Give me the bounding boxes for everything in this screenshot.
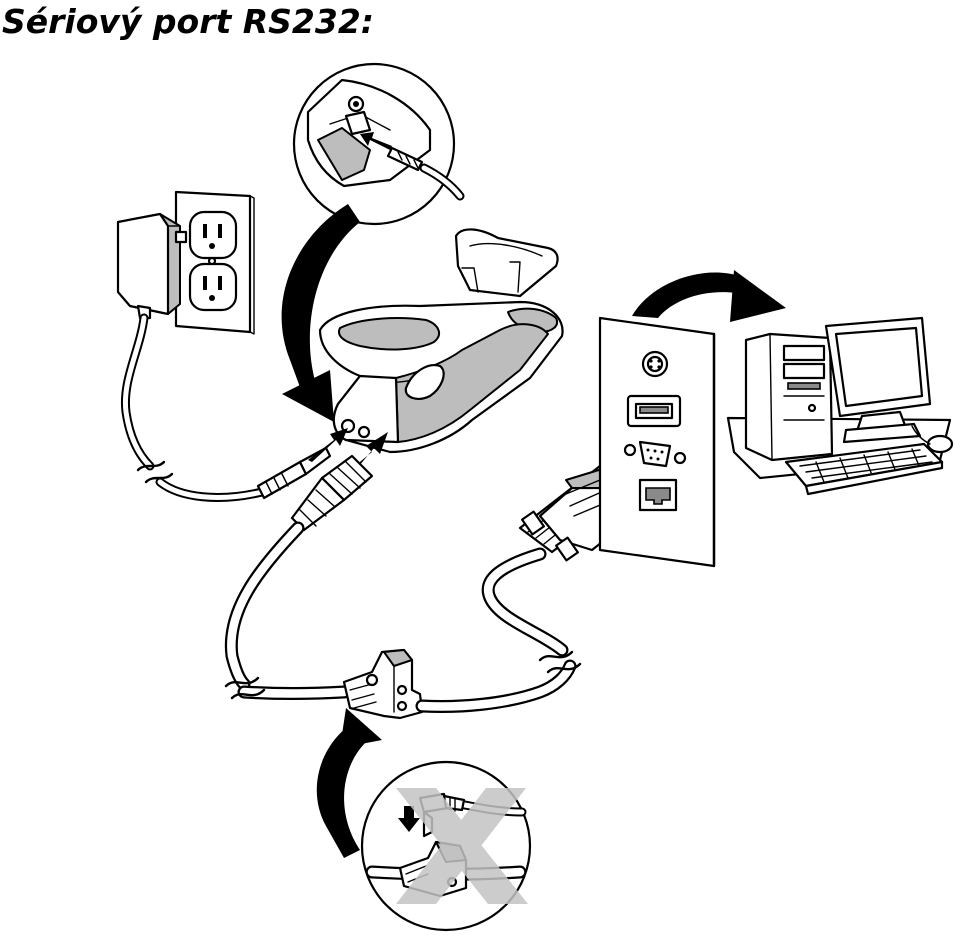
cradle-interface-plug (290, 454, 374, 532)
wall-outlet (174, 190, 255, 335)
interface-cable-left (224, 521, 351, 700)
power-adapter (116, 212, 188, 320)
power-jack-detail-inset (292, 62, 465, 226)
curved-arrow-inset-to-cradle (281, 204, 360, 422)
page-title: Sériový port RS232: (2, 2, 375, 41)
splitter-detail-inset (360, 760, 532, 932)
desktop-computer (726, 316, 954, 496)
cable-splitter (342, 648, 424, 720)
charging-cradle (318, 228, 564, 454)
curved-arrow-splitter-to-inset (316, 708, 382, 858)
prohibited-x-mark (396, 788, 528, 904)
computer-back-panel (598, 316, 716, 568)
power-cable (120, 313, 332, 502)
interface-cable-right (415, 547, 582, 713)
curved-arrow-to-computer (632, 270, 786, 322)
